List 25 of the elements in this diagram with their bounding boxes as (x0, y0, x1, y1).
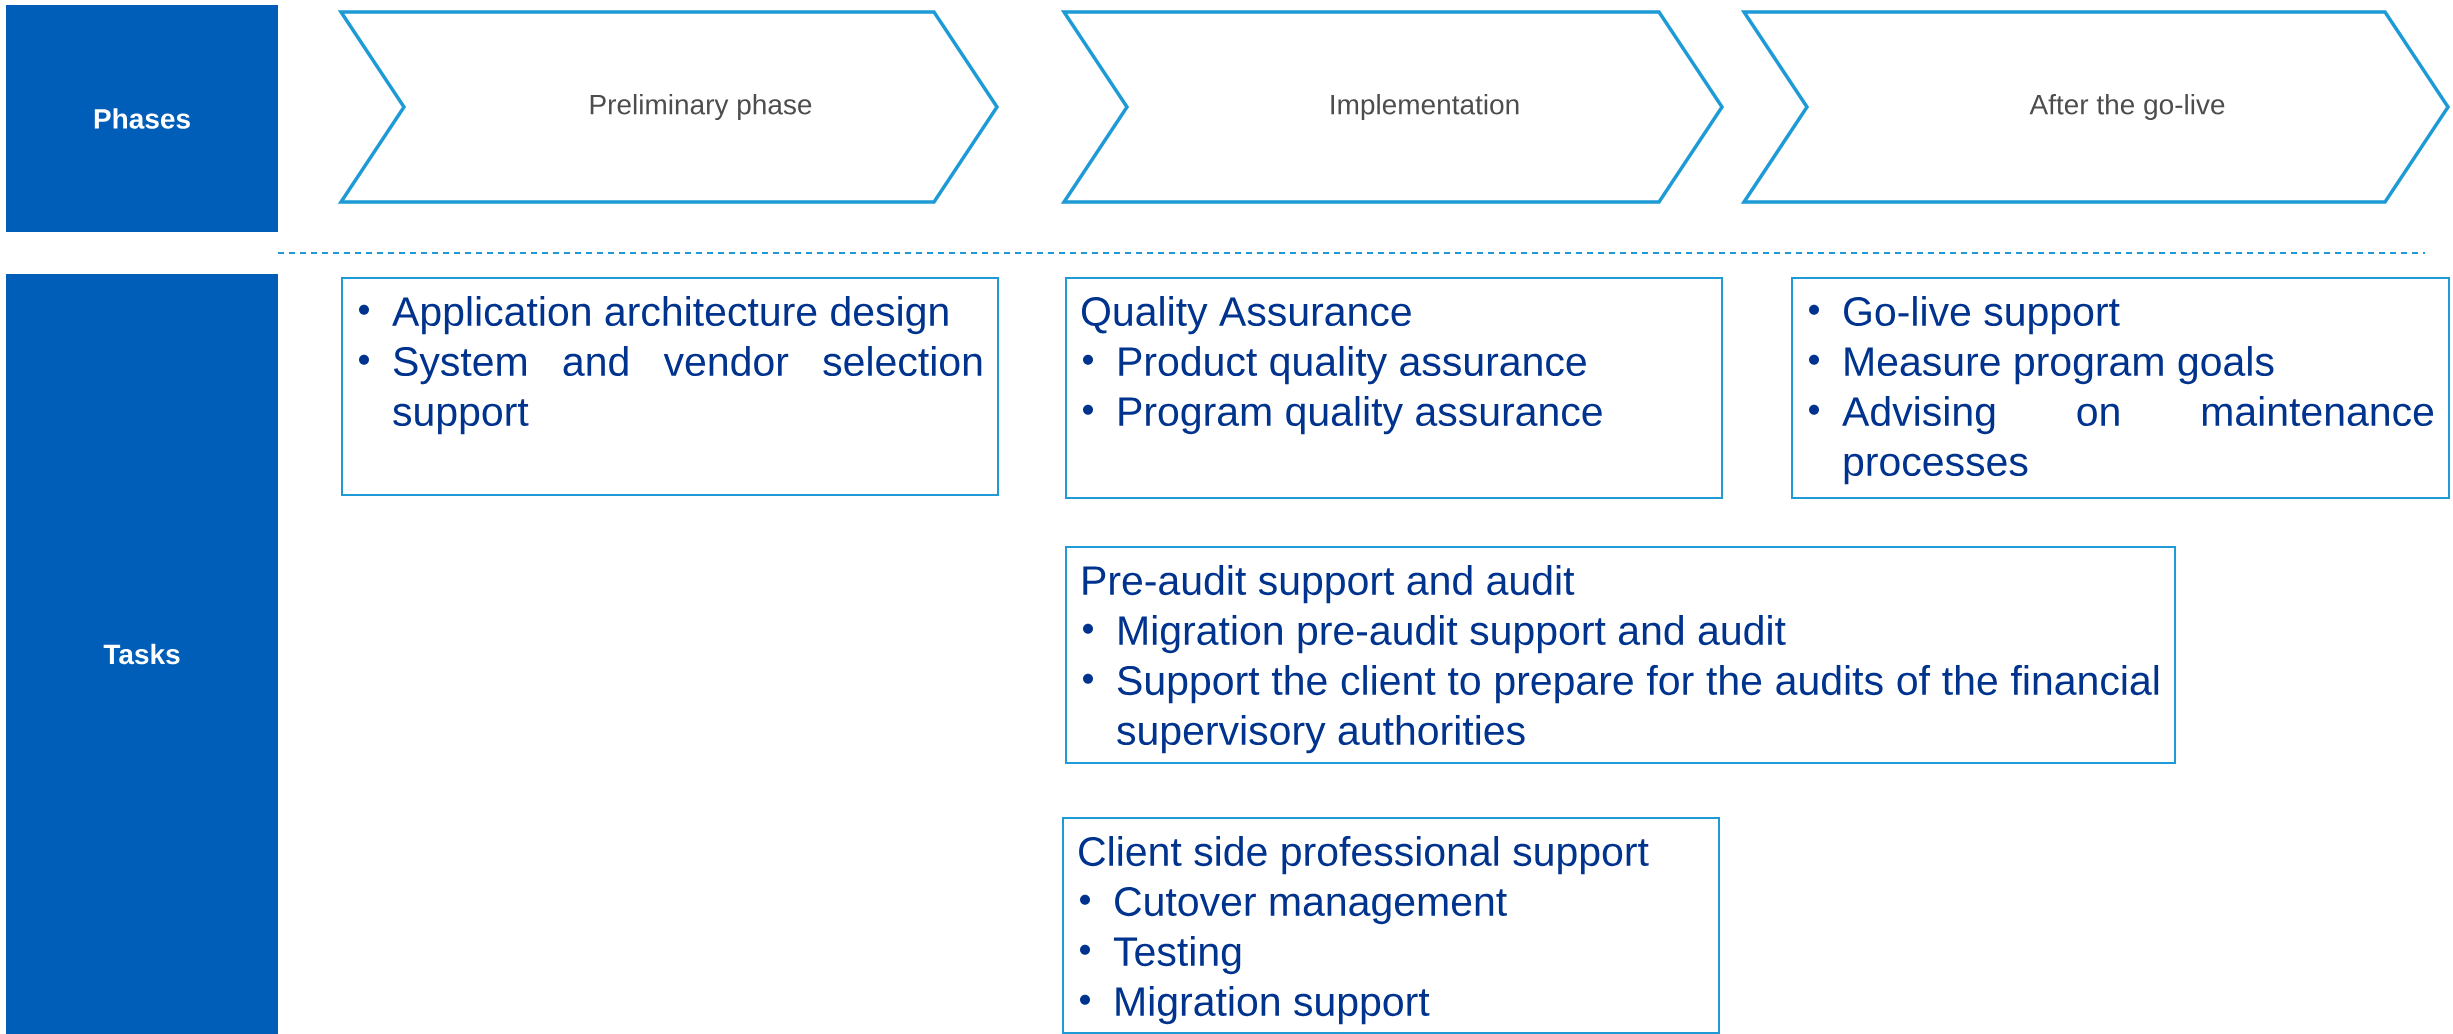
row-header: Phases (6, 5, 278, 232)
bullet-item: Go-live support (1809, 296, 2120, 335)
bullet-item: Testing (1080, 936, 1241, 975)
task-box (1065, 546, 2176, 764)
phase-box: After the go-live (1740, 10, 2451, 204)
box-heading: Client side professional support (1079, 836, 1649, 875)
task-box (341, 277, 999, 496)
bullet-item: Measure program goals (1809, 346, 2274, 385)
phase-box: Implementation (1060, 10, 1725, 204)
bullet-item: Migration pre-audit support and audit (1083, 615, 1786, 654)
bullet-item: Application architecture design (359, 296, 948, 335)
bullet-item: System and vendor selection support (359, 346, 982, 435)
box-heading: Quality Assurance (1081, 296, 1411, 335)
row-header: Tasks (6, 274, 278, 1034)
bullet-item: Support the client to prepare for the audits of the financial supervisory authorities (1083, 665, 2159, 754)
bullet-item: Advising on maintenance processes (1809, 396, 2434, 485)
phase-box: Preliminary phase (337, 10, 1000, 204)
task-box (1062, 817, 1720, 1034)
task-box (1065, 277, 1723, 499)
bullet-item: Program quality assurance (1083, 396, 1602, 435)
task-box (1791, 277, 2451, 499)
bullet-item: Product quality assurance (1083, 346, 1586, 385)
bullet-item: Cutover management (1080, 887, 1507, 925)
bullet-item: Migration support (1080, 986, 1430, 1025)
box-heading: Pre-audit support and audit (1083, 565, 1575, 604)
